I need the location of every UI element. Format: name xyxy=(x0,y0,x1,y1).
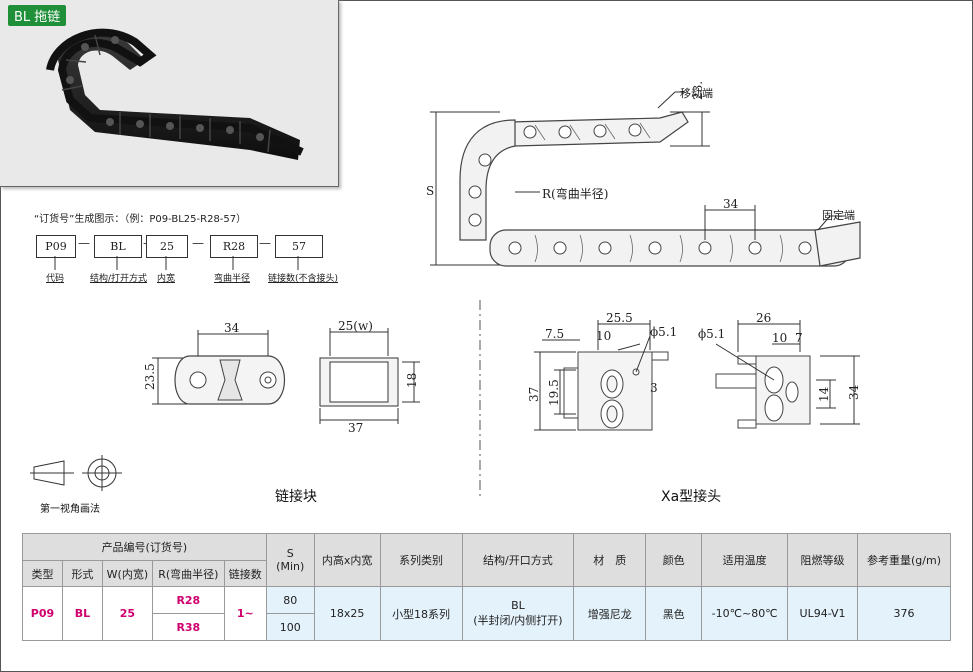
moving-end-label: 移动端 xyxy=(680,87,713,100)
first-angle-symbol xyxy=(30,455,122,491)
link-18-dim: 18 xyxy=(405,373,419,388)
link-block-caption: 链接块 xyxy=(275,489,317,505)
code-width: 25 xyxy=(146,235,188,258)
fixed-end-label: 固定端 xyxy=(822,208,855,222)
header-temperature: 适用温度 xyxy=(701,533,789,587)
xa-right-26: 26 xyxy=(756,311,771,325)
link-inner-dim: 25(w) xyxy=(338,320,373,333)
s-dim-label: S xyxy=(426,184,434,198)
cell-radius-1: R28 xyxy=(151,586,225,614)
link-pitch-dim: 34 xyxy=(224,321,240,335)
spec-table: 产品编号(订货号) S (Min) 内高x内宽 系列类别 结构/开口方式 材 质… xyxy=(22,533,951,641)
cell-structure: BL (半封闭/内侧打开) xyxy=(461,586,575,641)
code-type: P09 xyxy=(36,235,76,258)
label-radius: 弯曲半径 xyxy=(214,274,251,284)
product-badge: BL 拖链 xyxy=(8,5,67,26)
code-radius: R28 xyxy=(210,235,258,258)
moving-end-height: 23.5 xyxy=(691,80,705,100)
code-leader-lines xyxy=(54,256,299,270)
xa-right-7: 7 xyxy=(795,331,803,345)
xa-joint-caption: Xa型接头 xyxy=(661,489,722,505)
cell-s-min-2: 100 xyxy=(265,613,315,641)
cell-s-min-1: 80 xyxy=(265,586,315,614)
group-header: 产品编号(订货号) xyxy=(22,533,267,561)
label-code: 代码 xyxy=(46,274,65,284)
product-photo: BL 拖链 xyxy=(0,0,339,187)
cell-material: 增强尼龙 xyxy=(573,586,647,641)
header-width: W(内宽) xyxy=(101,560,153,587)
cell-inner: 18x25 xyxy=(313,586,381,641)
xa-right-14: 14 xyxy=(817,386,831,402)
header-series: 系列类别 xyxy=(379,533,463,587)
pitch-dim: 34 xyxy=(723,197,739,211)
projection-label: 第一视角画法 xyxy=(40,504,100,515)
cell-temperature: -10℃~80℃ xyxy=(701,586,789,641)
xa-dim-19-5: 19.5 xyxy=(547,379,561,406)
header-links: 链接数 xyxy=(223,560,267,587)
xa-dim-3: 3 xyxy=(650,381,658,395)
xa-dim-phi: ϕ5.1 xyxy=(650,325,677,339)
radius-label: R(弯曲半径) xyxy=(542,186,608,201)
dash: — xyxy=(78,236,90,250)
header-s-min: S (Min) xyxy=(265,533,315,587)
cell-width: 25 xyxy=(101,586,153,641)
header-flame: 阻燃等级 xyxy=(787,533,859,587)
xa-dim-7-5: 7.5 xyxy=(545,327,564,341)
cell-type: P09 xyxy=(22,586,63,641)
section-divider xyxy=(479,300,481,500)
xa-joint-drawing: 7.5 25.5 10 ϕ5.1 37 19.5 3 ϕ5.1 26 10 7 … xyxy=(527,311,861,431)
xa-right-10: 10 xyxy=(772,331,787,345)
xa-dim-25-5: 25.5 xyxy=(606,311,633,325)
header-weight: 参考重量(g/m) xyxy=(857,533,951,587)
cell-color: 黑色 xyxy=(645,586,703,641)
label-links: 链接数(不含接头) xyxy=(268,274,339,284)
label-width: 内宽 xyxy=(157,274,176,284)
link-height-dim: 23.5 xyxy=(143,363,157,390)
link-width-dim: 37 xyxy=(348,421,363,435)
cell-links: 1~ xyxy=(223,586,267,641)
dash: — xyxy=(192,236,204,250)
cell-radius-2: R38 xyxy=(151,613,225,641)
xa-dim-10: 10 xyxy=(596,329,611,343)
header-color: 颜色 xyxy=(645,533,703,587)
header-structure: 结构/开口方式 xyxy=(461,533,575,587)
drag-chain-photo xyxy=(46,28,304,160)
dash: — xyxy=(259,236,271,250)
cell-series: 小型18系列 xyxy=(379,586,463,641)
header-radius: R(弯曲半径) xyxy=(151,560,225,587)
cell-structure-line1: BL xyxy=(511,599,525,612)
cell-structure-line2: (半封闭/内侧打开) xyxy=(473,614,563,627)
xa-right-34: 34 xyxy=(847,384,861,400)
cell-flame: UL94-V1 xyxy=(787,586,859,641)
order-code-title: “订货号”生成图示：（例：P09-BL25-R28-57） xyxy=(34,214,247,225)
xa-right-phi: ϕ5.1 xyxy=(698,327,725,341)
label-structure: 结构/打开方式 xyxy=(90,274,148,284)
header-type: 类型 xyxy=(22,560,63,587)
cell-form: BL xyxy=(61,586,103,641)
link-block-drawing: 34 23.5 25(w) 37 18 xyxy=(143,320,420,435)
cell-weight: 376 xyxy=(857,586,951,641)
header-material: 材 质 xyxy=(573,533,647,587)
xa-dim-37: 37 xyxy=(527,387,541,402)
header-form: 形式 xyxy=(61,560,103,587)
code-links: 57 xyxy=(275,235,323,258)
chain-side-view: S 23.5 移动端 固定端 R(弯曲半径) 34 xyxy=(426,80,861,267)
code-form: BL xyxy=(94,235,142,258)
header-inner: 内高x内宽 xyxy=(313,533,381,587)
